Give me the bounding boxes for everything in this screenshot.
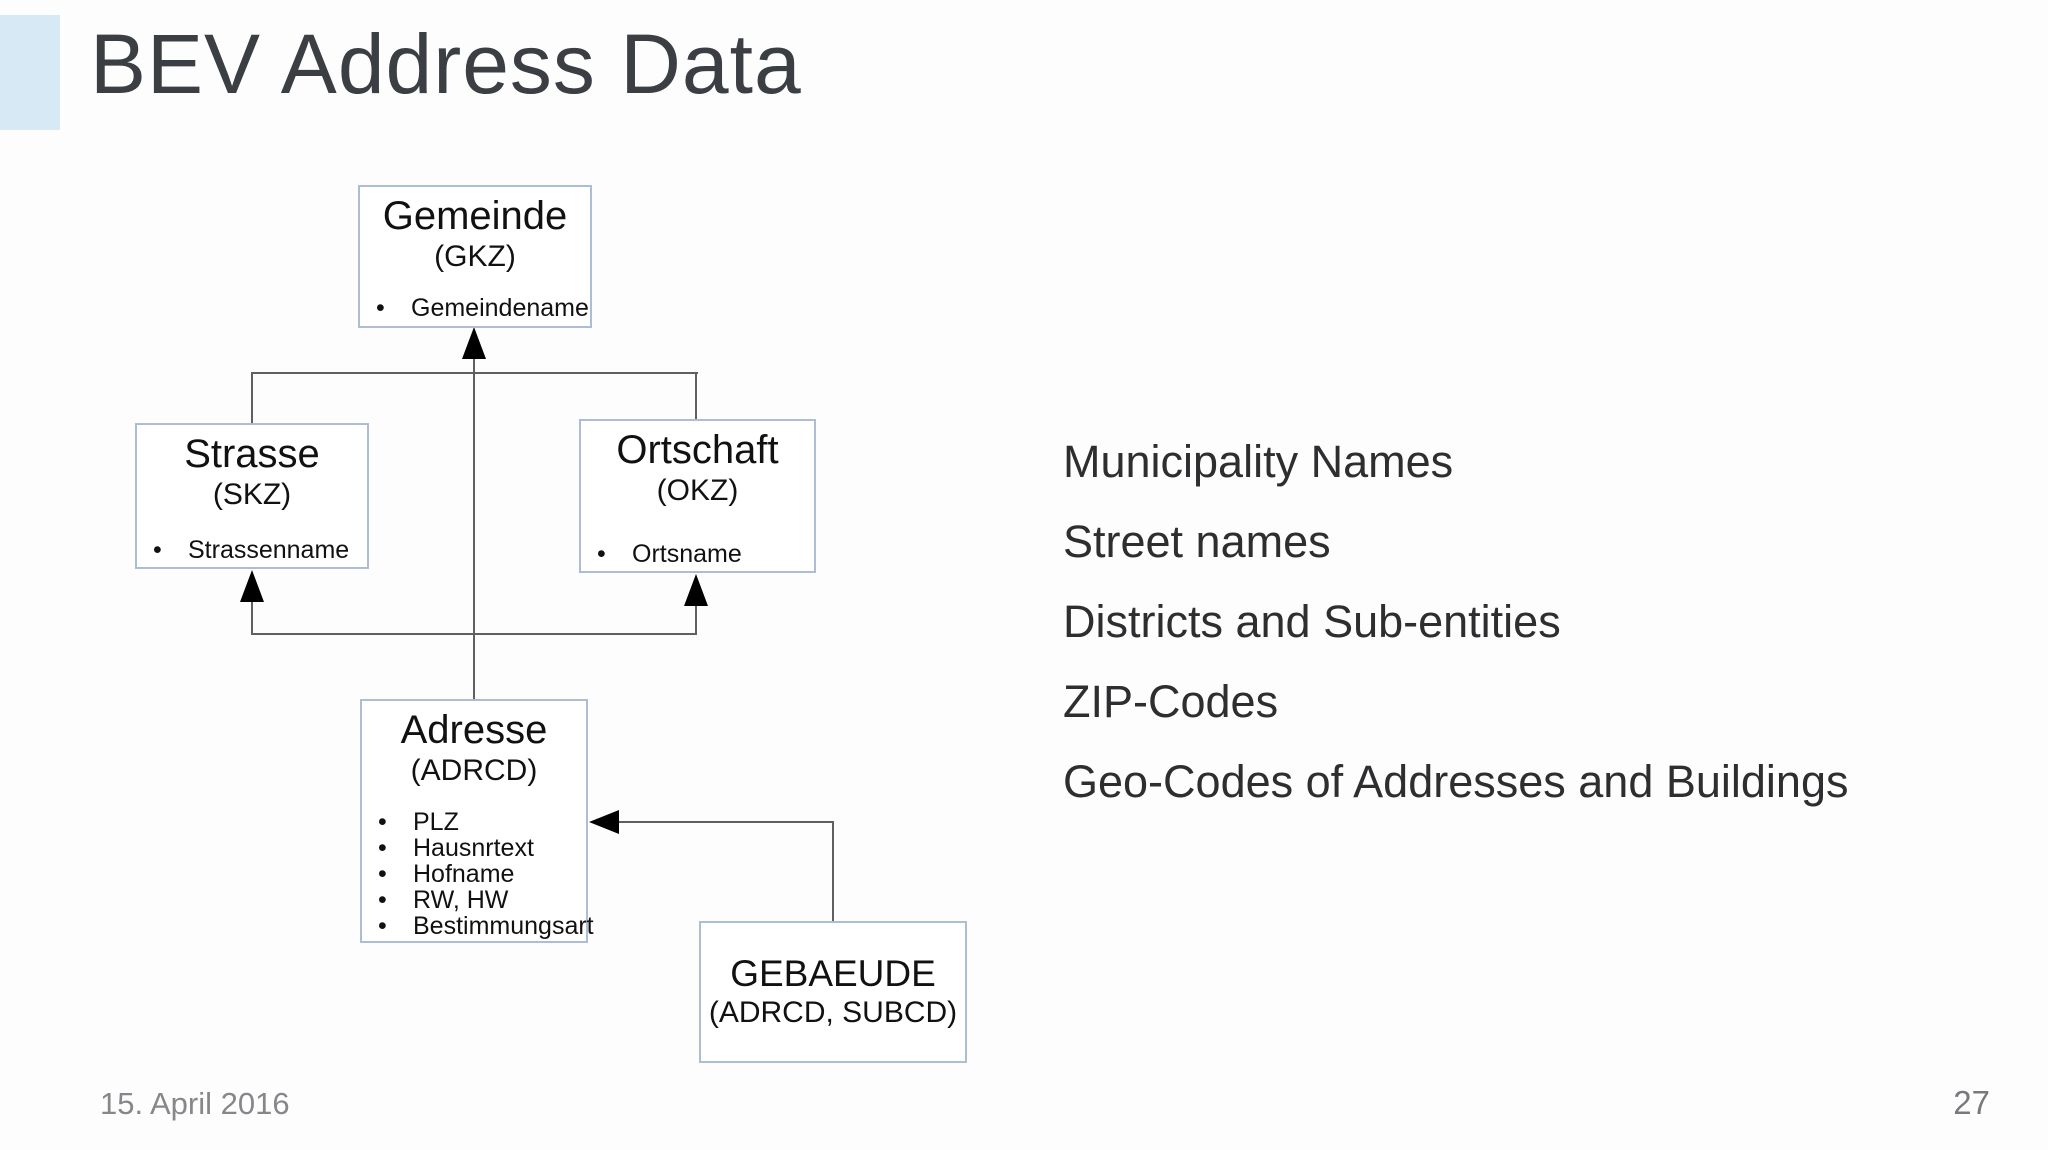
- connector-top-bus-line: [251, 372, 698, 374]
- arrowhead-up-into-ortschaft-icon: [684, 574, 708, 606]
- entity-title: GEBAEUDE: [730, 952, 936, 994]
- page-number: 27: [1953, 1084, 1990, 1121]
- entity-attributes: Strassenname: [137, 537, 367, 565]
- entity-key: (GKZ): [434, 240, 516, 273]
- entity-key: (OKZ): [656, 474, 739, 507]
- summary-item: Districts and Sub-entities: [1063, 596, 1561, 647]
- page-title: BEV Address Data: [90, 17, 802, 111]
- summary-item: Street names: [1063, 516, 1331, 567]
- connector-gebaeude-vertical-line: [832, 821, 834, 922]
- entity-box-strasse: Strasse (SKZ) Strassenname: [135, 423, 369, 569]
- entity-title: Strasse: [184, 432, 320, 476]
- entity-attribute: Gemeindename: [360, 295, 590, 323]
- entity-key: (ADRCD): [410, 754, 538, 787]
- entity-attribute: RW, HW: [362, 887, 586, 913]
- entity-title: Gemeinde: [382, 194, 568, 238]
- connector-ortschaft-up-line: [695, 372, 697, 421]
- summary-item: ZIP-Codes: [1063, 676, 1279, 727]
- entity-box-ortschaft: Ortschaft (OKZ) Ortsname: [579, 419, 816, 573]
- entity-attribute: PLZ: [362, 809, 586, 835]
- connector-strasse-up-line: [251, 372, 253, 424]
- connector-gebaeude-horizontal-line: [615, 821, 834, 823]
- connector-to-strasse-line: [251, 601, 253, 635]
- entity-key: (ADRCD, SUBCD): [708, 996, 958, 1030]
- entity-attributes: Ortsname: [581, 541, 814, 569]
- arrowhead-left-into-adresse-icon: [589, 810, 619, 834]
- entity-attribute: Strassenname: [137, 537, 367, 565]
- entity-title: Adresse: [400, 708, 548, 752]
- connector-adresse-to-gemeinde-line: [473, 356, 475, 700]
- accent-square: [0, 15, 60, 130]
- arrowhead-up-into-gemeinde-icon: [462, 327, 486, 359]
- entity-box-adresse: Adresse (ADRCD) PLZHausnrtextHofnameRW, …: [360, 699, 594, 943]
- arrowhead-up-into-strasse-icon: [240, 570, 264, 602]
- entity-attribute: Ortsname: [581, 541, 814, 569]
- summary-item: Geo-Codes of Addresses and Buildings: [1063, 756, 1849, 807]
- entity-attributes: Gemeindename: [360, 295, 590, 323]
- entity-box-gemeinde: Gemeinde (GKZ) Gemeindename: [358, 185, 592, 328]
- entity-attribute: Hofname: [362, 861, 586, 887]
- entity-attributes: PLZHausnrtextHofnameRW, HWBestimmungsart: [362, 809, 594, 939]
- connector-to-ortschaft-line: [695, 605, 697, 635]
- connector-bottom-bus-line: [251, 633, 697, 635]
- entity-attribute: Hausnrtext: [362, 835, 586, 861]
- entity-title: Ortschaft: [616, 428, 779, 472]
- footer-date: 15. April 2016: [100, 1086, 290, 1121]
- entity-key: (SKZ): [212, 478, 292, 511]
- entity-attribute: Bestimmungsart: [362, 913, 594, 939]
- summary-item: Municipality Names: [1063, 436, 1454, 487]
- entity-box-gebaeude: GEBAEUDE (ADRCD, SUBCD): [699, 921, 967, 1063]
